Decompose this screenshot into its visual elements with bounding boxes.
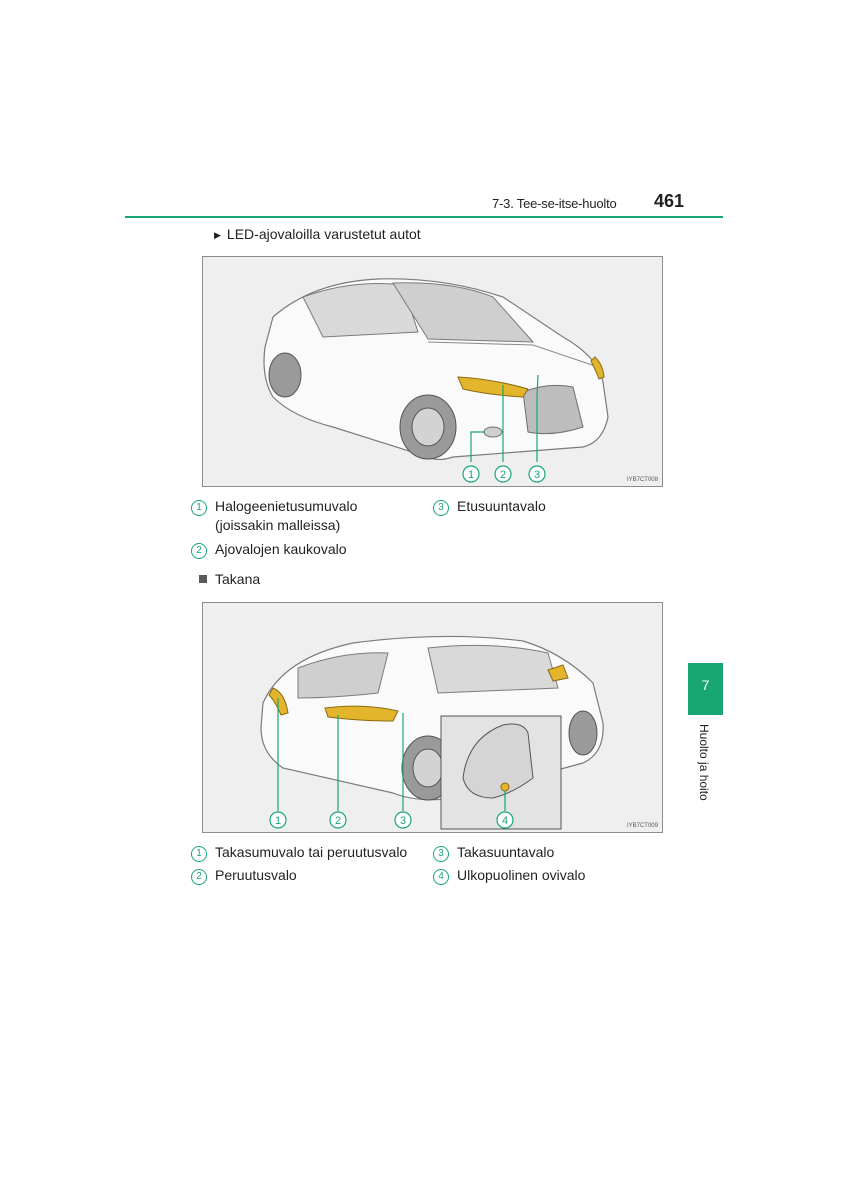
callout-1: 1 — [462, 465, 480, 483]
legend-text: Halogeenietusumuvalo — [215, 498, 358, 514]
rear-window — [297, 652, 389, 699]
callout-2: 2 — [329, 811, 347, 829]
front-grille — [522, 384, 584, 435]
svg-text:3: 3 — [534, 469, 540, 481]
callout-1: 1 — [269, 811, 287, 829]
rear-wheel-rim — [412, 748, 444, 788]
legend-text: Etusuuntavalo — [457, 498, 546, 514]
number-circle-icon: 1 — [191, 500, 207, 516]
legend-text: Ulkopuolinen ovivalo — [457, 867, 586, 883]
hood-line — [427, 341, 599, 368]
puddle-lamp — [500, 782, 510, 792]
fog-light — [483, 426, 503, 438]
callout-2: 2 — [494, 465, 512, 483]
legend1-item-1: 1 Halogeenietusumuvalo (joissakin malleis… — [191, 497, 411, 535]
svg-text:3: 3 — [400, 815, 406, 827]
front-car-illustration: 1 2 3 — [263, 278, 609, 483]
callout-lines — [470, 374, 539, 462]
callout-4: 4 — [496, 811, 514, 829]
callout-3: 3 — [394, 811, 412, 829]
header-divider — [125, 216, 723, 218]
side-windows — [427, 644, 559, 694]
rear-lights-figure: 1 2 3 4 IYB7CT009 — [202, 602, 663, 833]
square-bullet-icon — [199, 575, 207, 583]
headlight-left — [457, 376, 529, 398]
front-lights-figure: 1 2 3 IYB7CT008 — [202, 256, 663, 487]
mirror-housing — [462, 723, 534, 799]
front-wheel-rim — [411, 407, 445, 447]
bullet-heading: ▶ LED-ajovaloilla varustetut autot — [214, 226, 421, 242]
legend-text: Takasuuntavalo — [457, 844, 555, 860]
number-circle-icon: 1 — [191, 846, 207, 862]
tail-light-right — [324, 705, 399, 722]
figure-code: IYB7CT008 — [626, 477, 658, 483]
number-circle-icon: 3 — [433, 846, 449, 862]
number-circle-icon: 4 — [433, 869, 449, 885]
figure-code: IYB7CT009 — [626, 823, 658, 829]
legend1-item-2: 2 Ajovalojen kaukovalo — [191, 540, 347, 559]
chapter-tab-label: Huolto ja hoito — [697, 724, 711, 801]
legend-text-cont: (joissakin malleissa) — [215, 517, 341, 533]
triangle-bullet-icon: ▶ — [214, 230, 221, 240]
rear-wheel — [268, 352, 302, 398]
section-heading-text: Takana — [215, 571, 261, 587]
number-circle-icon: 2 — [191, 869, 207, 885]
svg-text:2: 2 — [500, 469, 506, 481]
number-circle-icon: 2 — [191, 543, 207, 559]
legend-text: Ajovalojen kaukovalo — [215, 541, 347, 557]
legend2-item-4: 4 Ulkopuolinen ovivalo — [433, 866, 585, 885]
legend-text: Takasumuvalo tai peruutusvalo — [215, 844, 408, 860]
windshield — [392, 282, 535, 343]
svg-text:2: 2 — [335, 815, 341, 827]
legend2-item-1: 1 Takasumuvalo tai peruutusvalo — [191, 843, 407, 862]
legend2-item-2: 2 Peruutusvalo — [191, 866, 297, 885]
bullet-heading-text: LED-ajovaloilla varustetut autot — [226, 226, 421, 242]
page-number: 461 — [654, 191, 685, 211]
legend1-item-3: 3 Etusuuntavalo — [433, 497, 546, 516]
section-title: 7-3. Tee-se-itse-huolto — [492, 196, 617, 211]
mirror-light — [547, 664, 569, 682]
chapter-tab: 7 — [688, 663, 723, 715]
section-heading: Takana — [199, 571, 260, 587]
callout-lines — [277, 698, 506, 811]
front-wheel — [568, 710, 598, 756]
rear-car-illustration: 1 2 3 4 — [260, 635, 604, 830]
legend2-item-3: 3 Takasuuntavalo — [433, 843, 554, 862]
legend-text: Peruutusvalo — [215, 867, 297, 883]
svg-text:1: 1 — [468, 469, 474, 481]
svg-text:4: 4 — [502, 815, 508, 827]
svg-text:1: 1 — [275, 815, 281, 827]
callout-3: 3 — [528, 465, 546, 483]
number-circle-icon: 3 — [433, 500, 449, 516]
headlight-right — [590, 356, 605, 380]
